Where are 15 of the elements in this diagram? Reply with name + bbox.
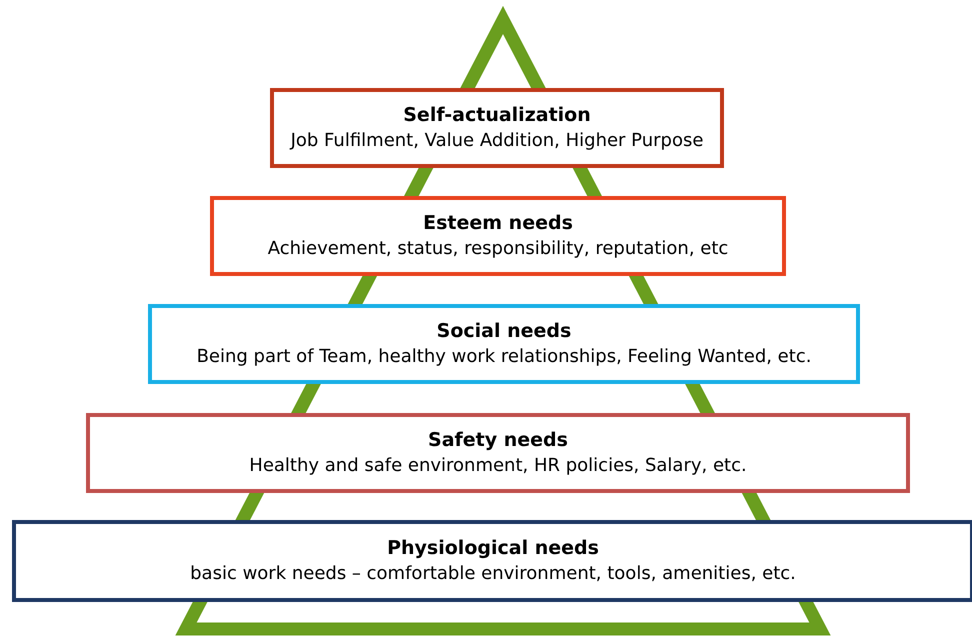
pyramid-level-box xyxy=(270,88,724,168)
pyramid-level-box xyxy=(12,520,972,602)
pyramid-level-box xyxy=(148,304,860,384)
pyramid-level-box xyxy=(86,413,910,493)
level-title: Esteem needs xyxy=(423,211,573,236)
level-title: Self-actualization xyxy=(403,103,591,128)
level-description: Job Fulfilment, Value Addition, Higher Purpose xyxy=(290,129,704,153)
level-description: Being part of Team, healthy work relationships, Feeling Wanted, etc. xyxy=(196,345,812,369)
level-description: basic work needs – comfortable environment, tools, amenities, etc. xyxy=(190,562,796,586)
level-title: Social needs xyxy=(436,319,572,344)
level-description: Healthy and safe environment, HR policies, Salary, etc. xyxy=(249,454,747,478)
pyramid-level-box xyxy=(210,196,786,276)
level-title: Physiological needs xyxy=(387,536,599,561)
level-description: Achievement, status, responsibility, reputation, etc xyxy=(268,237,728,261)
level-title: Safety needs xyxy=(428,428,568,453)
